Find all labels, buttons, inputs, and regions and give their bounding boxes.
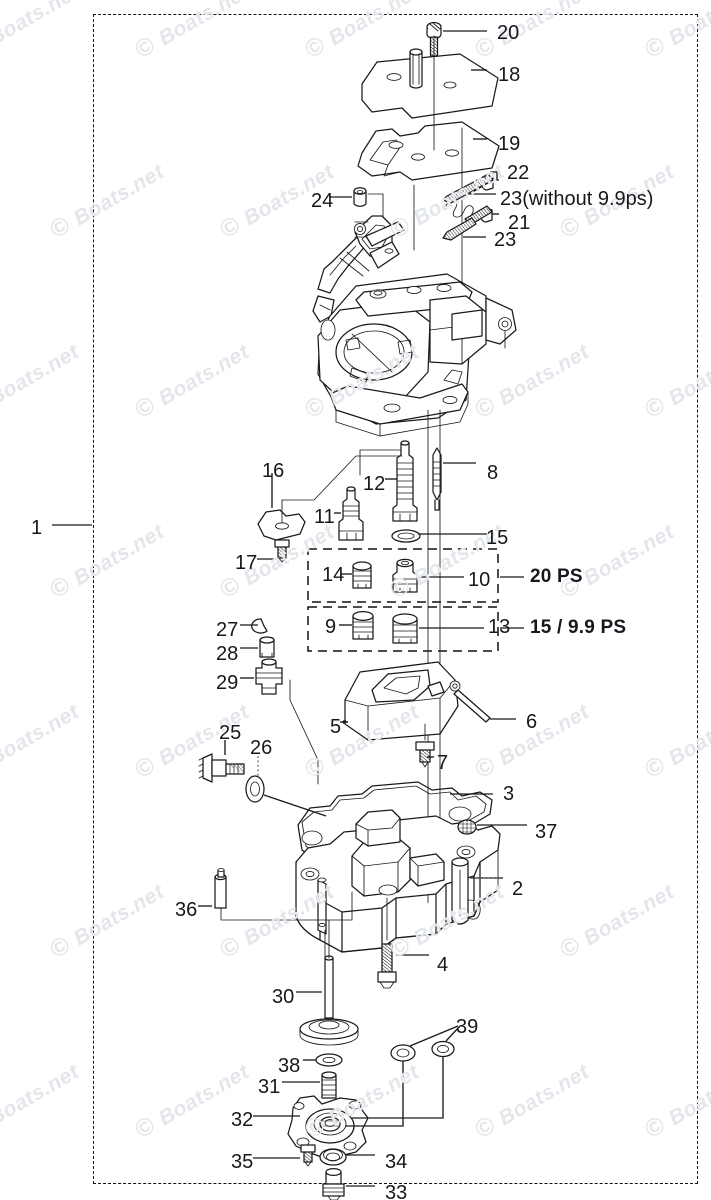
part-11-pilot-screw bbox=[334, 486, 364, 541]
part-32-housing bbox=[253, 1095, 369, 1159]
part-24-bushing bbox=[330, 187, 384, 233]
callout-2: 2 bbox=[512, 878, 524, 900]
part-36-pin bbox=[198, 868, 353, 921]
assembly-axis-lines bbox=[413, 35, 463, 291]
callout-39: 39 bbox=[456, 1016, 479, 1038]
part-14-jet bbox=[341, 561, 372, 589]
variant-box-20ps bbox=[307, 548, 524, 603]
callout-21: 21 bbox=[508, 212, 531, 234]
callout-27: 27 bbox=[216, 619, 239, 641]
part-16-plate bbox=[257, 455, 403, 541]
callout-8: 8 bbox=[487, 462, 499, 484]
callout-38: 38 bbox=[278, 1055, 301, 1077]
carburetor-main-body bbox=[317, 273, 517, 437]
callout-26: 26 bbox=[250, 737, 273, 759]
callout-5: 5 bbox=[330, 716, 342, 738]
callout-31: 31 bbox=[258, 1076, 281, 1098]
part-28-sleeve bbox=[240, 636, 275, 658]
callout-20: 20 bbox=[497, 22, 520, 44]
part-33-drain-bolt bbox=[322, 1167, 375, 1200]
callout-18: 18 bbox=[498, 64, 521, 86]
callout-19: 19 bbox=[498, 133, 521, 155]
callout-29: 29 bbox=[216, 672, 239, 694]
part-10-main-jet bbox=[392, 558, 464, 593]
part-39-o-rings bbox=[345, 1025, 461, 1127]
callout-3: 3 bbox=[503, 783, 515, 805]
callout-30: 30 bbox=[272, 986, 295, 1008]
callout-7: 7 bbox=[437, 752, 449, 774]
part-12-emulsion-tube bbox=[359, 440, 418, 522]
callout-6: 6 bbox=[526, 711, 538, 733]
part-26-o-ring bbox=[245, 756, 327, 817]
callout-13: 13 bbox=[488, 616, 511, 638]
part-8-needle-jet bbox=[432, 447, 476, 511]
part-5-float bbox=[340, 661, 459, 741]
callout-12: 12 bbox=[363, 473, 386, 495]
variant-label-20ps: 20 PS bbox=[530, 566, 583, 587]
callout-1: 1 bbox=[31, 517, 43, 539]
part-23-upper-spring bbox=[442, 175, 496, 222]
part-17-screw bbox=[257, 539, 290, 563]
part-37-filter-screen bbox=[457, 819, 527, 835]
callout-32: 32 bbox=[231, 1109, 254, 1131]
callout-34: 34 bbox=[385, 1151, 408, 1173]
callout-14: 14 bbox=[322, 564, 345, 586]
part-29-valve bbox=[240, 658, 319, 785]
callout-33: 33 bbox=[385, 1182, 408, 1200]
callout-17: 17 bbox=[235, 552, 258, 574]
callout-22: 22 bbox=[507, 162, 530, 184]
assembly-frame-dashed-border bbox=[93, 14, 698, 1184]
part-19-gasket-plate bbox=[357, 121, 500, 181]
part-27-clip bbox=[240, 618, 268, 634]
part-13-jet bbox=[392, 613, 484, 644]
callout-35: 35 bbox=[231, 1151, 254, 1173]
part-38-washer bbox=[303, 1053, 343, 1067]
variant-label-15-9.9ps: 15 / 9.9 PS bbox=[530, 617, 627, 638]
callout-36: 36 bbox=[175, 899, 198, 921]
variant-box-15-9.9ps bbox=[307, 606, 524, 652]
part-18-cover-plate bbox=[361, 48, 499, 119]
callout-10: 10 bbox=[468, 569, 491, 591]
part-23-lower-spring bbox=[442, 217, 486, 241]
part-35-screw bbox=[253, 1144, 316, 1167]
callout-15: 15 bbox=[486, 527, 509, 549]
part-2-float-bowl bbox=[295, 809, 503, 953]
callout-24: 24 bbox=[311, 190, 334, 212]
throttle-linkage-assembly bbox=[312, 215, 405, 323]
part-30-valve-rod bbox=[296, 919, 359, 1046]
part-25-drain-screw bbox=[198, 740, 245, 783]
callout-23: 23 bbox=[494, 229, 517, 251]
part-6-float-pin bbox=[449, 680, 516, 723]
callout-28: 28 bbox=[216, 643, 239, 665]
part-31-spring bbox=[282, 1071, 337, 1099]
callout-4: 4 bbox=[437, 954, 449, 976]
callout-25: 25 bbox=[219, 722, 242, 744]
callout-16: 16 bbox=[262, 460, 285, 482]
part-15-washer bbox=[391, 529, 487, 543]
part-4-bolt bbox=[377, 897, 429, 989]
part-7-screw bbox=[415, 723, 435, 768]
part-34-washer bbox=[319, 1148, 375, 1166]
callout-9: 9 bbox=[325, 616, 337, 638]
callout-37: 37 bbox=[535, 821, 558, 843]
part-9-jet bbox=[339, 610, 374, 640]
callout-11: 11 bbox=[314, 506, 335, 528]
callout-23-without-9.9ps: 23(without 9.9ps) bbox=[500, 188, 654, 210]
